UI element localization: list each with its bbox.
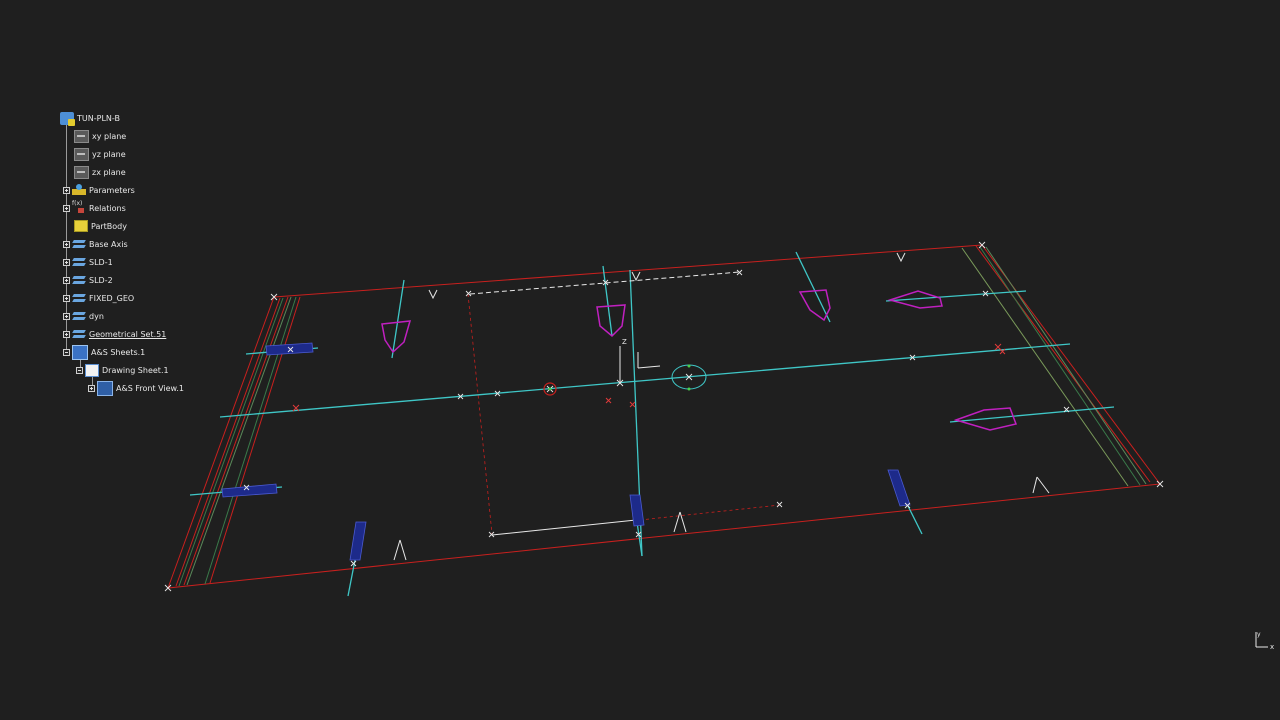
- geometrical-set-icon: [72, 239, 86, 249]
- tree-item-label: dyn: [89, 311, 104, 321]
- tree-item-label: yz plane: [92, 149, 126, 159]
- tree-item-label: zx plane: [92, 167, 126, 177]
- expand-icon[interactable]: [63, 276, 70, 284]
- geometrical-set-icon: [72, 275, 86, 285]
- tree-item-label: A&S Front View.1: [116, 383, 184, 393]
- tree-item-fixed-geo[interactable]: FIXED_GEO: [63, 290, 134, 306]
- expand-icon[interactable]: [63, 186, 70, 194]
- white-edge-line: [491, 519, 637, 536]
- collapse-icon[interactable]: [63, 348, 70, 356]
- sheets-icon: [72, 344, 88, 360]
- tree-item-yz-plane[interactable]: yz plane: [74, 146, 126, 162]
- side-rails: [178, 246, 1147, 587]
- main-axis: [189, 251, 1115, 597]
- tree-item-label: SLD-1: [89, 257, 113, 267]
- collapse-icon[interactable]: [76, 366, 83, 374]
- tree-item-xy-plane[interactable]: xy plane: [74, 128, 126, 144]
- tree-trunk-line: [66, 124, 67, 352]
- tree-item-as-sheets[interactable]: A&S Sheets.1: [63, 344, 145, 360]
- tree-item-geometrical-set-51[interactable]: Geometrical Set.51: [63, 326, 166, 342]
- tree-root-label: TUN-PLN-B: [77, 113, 120, 123]
- tree-item-label: Parameters: [89, 185, 135, 195]
- compass-z-label: Z: [622, 338, 627, 346]
- tree-item-label: xy plane: [92, 131, 127, 141]
- expand-icon[interactable]: [63, 258, 70, 266]
- expand-icon[interactable]: [63, 312, 70, 320]
- triad-y-label: y: [1257, 631, 1261, 638]
- plane-icon: [74, 129, 89, 143]
- relations-icon: [72, 200, 86, 214]
- geometrical-set-icon: [72, 311, 86, 321]
- tree-item-label: A&S Sheets.1: [91, 347, 146, 357]
- white-brackets: [393, 252, 1050, 561]
- drawing-sheet-icon: [85, 363, 99, 377]
- front-view-icon: [97, 380, 113, 396]
- tree-item-parameters[interactable]: Parameters: [63, 182, 135, 198]
- red-markers: [292, 343, 1006, 412]
- tree-item-label: Relations: [89, 203, 126, 213]
- tree-item-drawing-sheet[interactable]: Drawing Sheet.1: [76, 362, 169, 378]
- tree-item-label: Drawing Sheet.1: [102, 365, 169, 375]
- green-dots: [548, 364, 691, 391]
- tree-sub-line-2: [92, 376, 93, 388]
- expand-icon[interactable]: [63, 240, 70, 248]
- tree-sub-line: [80, 358, 81, 370]
- specification-tree: TUN-PLN-B xy plane yz plane zx plane Par…: [58, 110, 258, 400]
- tree-item-relations[interactable]: Relations: [63, 200, 126, 216]
- tree-item-label: FIXED_GEO: [89, 293, 135, 303]
- partbody-icon: [74, 220, 88, 232]
- geometrical-set-icon: [72, 293, 86, 303]
- magenta-fittings: [381, 289, 1018, 431]
- tree-item-label: Geometrical Set.51: [89, 329, 167, 339]
- geometrical-set-icon: [72, 329, 86, 339]
- plane-icon: [74, 147, 89, 161]
- navy-supports: [221, 342, 911, 561]
- tree-item-zx-plane[interactable]: zx plane: [74, 164, 126, 180]
- plane-icon: [74, 165, 89, 179]
- part-icon: [60, 111, 75, 126]
- tree-root[interactable]: TUN-PLN-B: [60, 110, 120, 126]
- triad-x-label: x: [1270, 643, 1274, 651]
- dashed-white-line: [469, 271, 741, 295]
- expand-icon[interactable]: [88, 384, 95, 392]
- parameters-icon: [72, 184, 86, 196]
- origin-red-circle: [543, 382, 557, 396]
- tree-item-label: Base Axis: [89, 239, 128, 249]
- point-markers: [164, 241, 1164, 592]
- tree-item-sld-2[interactable]: SLD-2: [63, 272, 113, 288]
- expand-icon[interactable]: [63, 204, 70, 212]
- tree-item-label: SLD-2: [89, 275, 113, 285]
- tree-item-dyn[interactable]: dyn: [63, 308, 104, 324]
- expand-icon[interactable]: [63, 330, 70, 338]
- axis-triad-icon[interactable]: y x: [1250, 628, 1278, 652]
- local-axis-compass: [619, 346, 661, 383]
- geometrical-set-icon: [72, 257, 86, 267]
- tree-item-partbody[interactable]: PartBody: [74, 218, 127, 234]
- tree-item-label: PartBody: [91, 221, 127, 231]
- tree-item-sld-1[interactable]: SLD-1: [63, 254, 113, 270]
- tree-item-front-view[interactable]: A&S Front View.1: [88, 380, 184, 396]
- expand-icon[interactable]: [63, 294, 70, 302]
- tree-item-base-axis[interactable]: Base Axis: [63, 236, 128, 252]
- dashed-outline: [467, 293, 781, 535]
